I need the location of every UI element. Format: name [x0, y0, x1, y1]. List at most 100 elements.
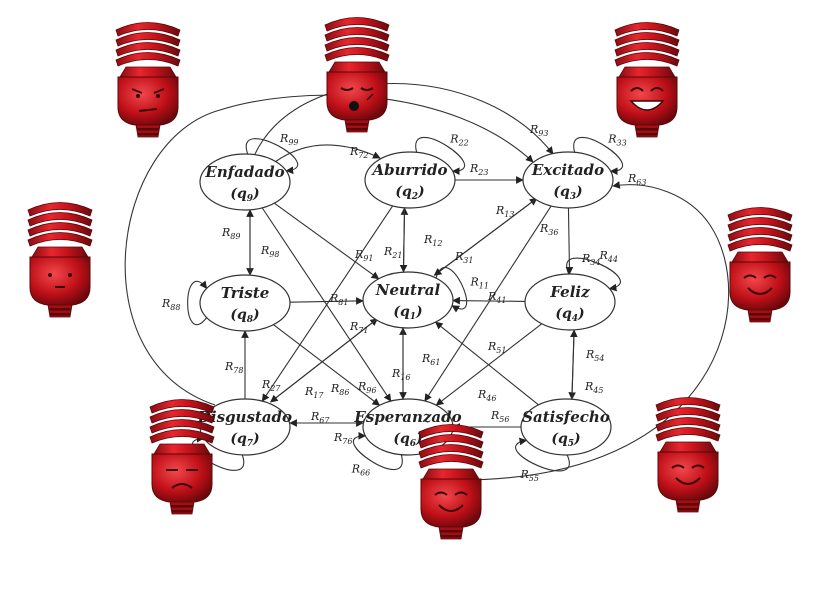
transition-label: R51	[487, 340, 506, 355]
state-name: Feliz	[549, 283, 590, 301]
edge-q5-q4	[570, 329, 578, 400]
state-nodes: Enfadado(q9)Aburrido(q2)Excitado(q3)Tris…	[197, 151, 616, 456]
transition-label: R54	[585, 348, 604, 363]
transition-label: R46	[477, 388, 496, 403]
edge-q3-q1	[433, 197, 538, 276]
edge-q8-q1	[289, 297, 364, 305]
bulb-coil	[115, 32, 181, 47]
self-loop-q3	[573, 136, 624, 176]
state-name: Disgustado	[197, 408, 292, 426]
state-ellipse	[199, 153, 291, 211]
transition-label: R89	[221, 226, 240, 241]
state-ellipse	[520, 398, 612, 456]
edge-q4-q6	[435, 323, 543, 406]
bulb-coil	[614, 22, 680, 37]
bulb-coil	[149, 399, 215, 414]
bulb-coil	[27, 212, 93, 227]
bulb-face	[743, 274, 777, 295]
transition-label: R27	[261, 378, 281, 393]
state-symbol: (q5)	[551, 431, 580, 449]
transition-label: R91	[354, 248, 373, 263]
transition-label: R56	[490, 409, 509, 424]
bulb-coil	[727, 217, 793, 232]
transition-label: R98	[260, 244, 279, 259]
angry-bulb-icon	[115, 22, 181, 138]
self-loop-q6	[352, 431, 403, 471]
bulb-thread	[50, 313, 70, 316]
bulb-coil	[27, 232, 93, 247]
bulb-neck	[328, 61, 386, 73]
bulb-coil	[418, 434, 484, 449]
state-neutral: Neutral (q1)	[362, 271, 454, 329]
edge-q2-q1	[399, 207, 408, 273]
bulb-face	[434, 491, 468, 512]
bulb-coil	[324, 47, 390, 62]
transition-label: R23	[469, 162, 488, 177]
bulb-coil	[727, 207, 793, 222]
edge-q9-q3	[254, 83, 554, 155]
transition-label: R36	[539, 222, 558, 237]
transition-label: R86	[330, 382, 349, 397]
edge-q1-q7	[270, 318, 378, 403]
bulb-coil	[418, 454, 484, 469]
bulb-face	[166, 469, 198, 489]
state-satisfecho: Satisfecho (q5)	[520, 398, 612, 456]
bulb-coil	[149, 419, 215, 434]
bulb-coil	[324, 27, 390, 42]
state-ellipse	[199, 274, 291, 332]
bulb-coil	[614, 32, 680, 47]
self-loop-q4	[566, 257, 621, 292]
self-loop-q8	[187, 280, 208, 326]
transition-label: R21	[383, 245, 402, 260]
bulb-coil	[149, 429, 215, 444]
edge-q9-q2	[274, 144, 381, 163]
loop-label-q8: R88	[161, 297, 180, 312]
state-symbol: (q3)	[553, 184, 582, 202]
state-symbol: (q6)	[393, 431, 422, 449]
bulb-coil	[27, 222, 93, 237]
bulb-coil	[655, 427, 721, 442]
bulb-coil	[655, 417, 721, 432]
state-name: Neutral	[375, 281, 441, 299]
state-name: Triste	[221, 284, 270, 302]
bulb-coil	[418, 424, 484, 439]
bulb-thread	[346, 123, 368, 126]
transition-label: R41	[487, 290, 506, 305]
bulb-thread	[440, 530, 462, 533]
loop-label-q2: R22	[449, 133, 468, 148]
edge-q8-q6	[273, 324, 381, 406]
edge-q3-q6	[424, 205, 552, 402]
state-symbol: (q1)	[393, 304, 422, 322]
bulb-thread	[678, 508, 698, 511]
state-triste: Triste (q8)	[199, 274, 291, 332]
bored-bulb-icon	[324, 17, 390, 133]
excited-bulb-icon	[614, 22, 680, 138]
edge-q7-q3	[124, 94, 534, 406]
state-name: Aburrido	[370, 161, 447, 179]
content-bulb-icon	[655, 397, 721, 513]
state-symbol: (q7)	[230, 431, 259, 449]
transition-label: R61	[421, 352, 440, 367]
transition-label: R81	[329, 292, 348, 307]
transition-label: R17	[304, 385, 324, 400]
state-ellipse	[522, 151, 614, 209]
mascot-bulbs	[27, 17, 793, 540]
bulb-face	[48, 273, 72, 288]
state-symbol: (q8)	[230, 307, 259, 325]
state-name: Esperanzado	[353, 408, 461, 426]
state-name: Satisfecho	[522, 408, 610, 426]
bulb-face	[629, 87, 665, 111]
bulb-coil	[655, 397, 721, 412]
self-loop-q9	[245, 138, 299, 175]
state-disgustado: Disgustado (q7)	[197, 398, 292, 456]
bulb-head	[117, 76, 179, 126]
bulb-coil	[115, 22, 181, 37]
transition-label: R31	[454, 250, 473, 265]
bulb-thread	[677, 503, 699, 506]
state-enfadado: Enfadado(q9)	[199, 153, 291, 211]
bulb-neck	[618, 66, 676, 78]
bulb-coil	[727, 227, 793, 242]
self-loop-q5	[515, 437, 570, 472]
state-excitado: Excitado(q3)	[522, 151, 614, 209]
bulb-coil	[655, 407, 721, 422]
